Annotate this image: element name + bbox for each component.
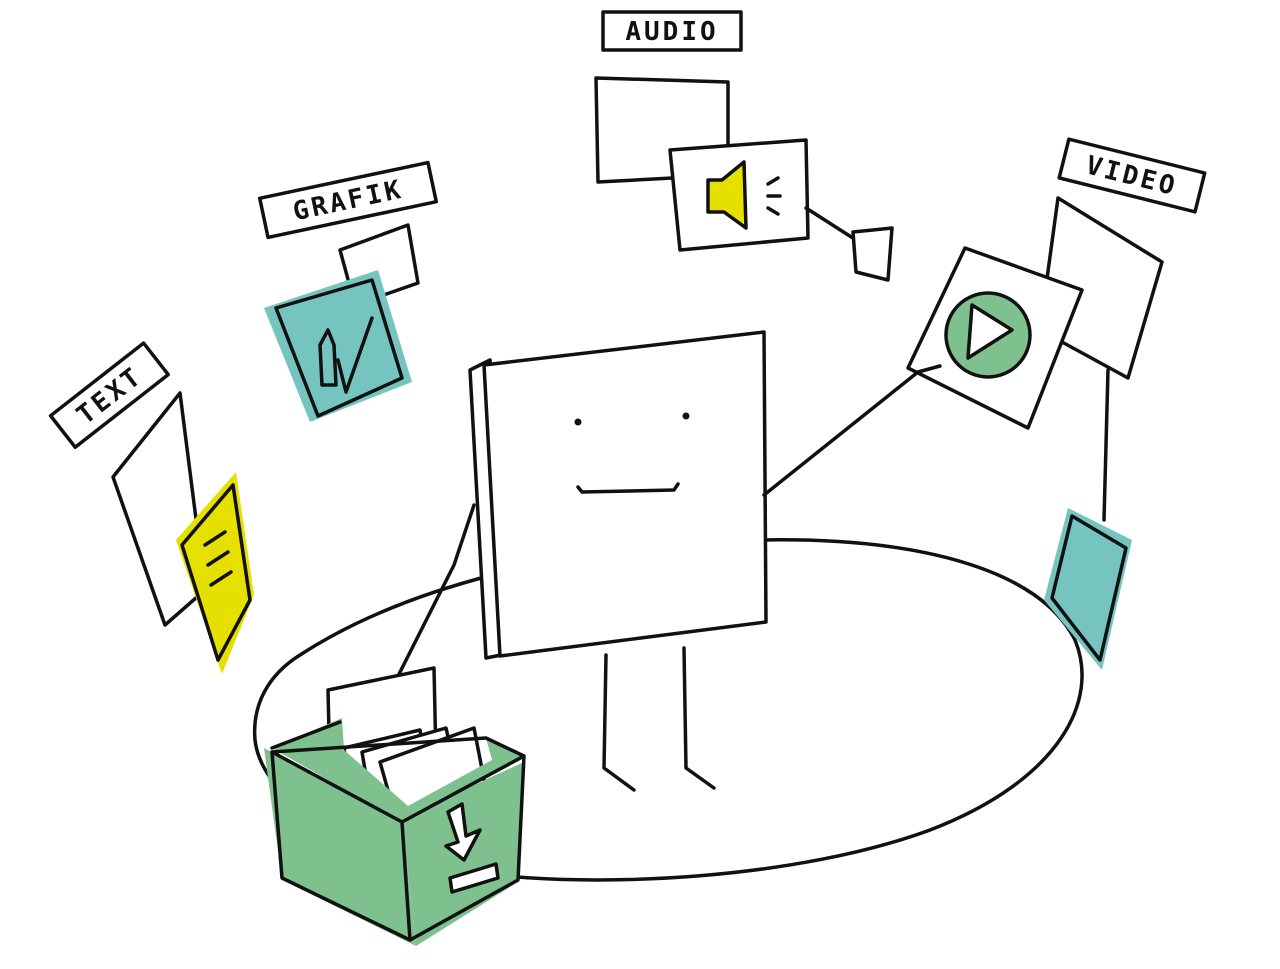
video-tag-highlight [1044,508,1132,670]
right-arm [762,364,942,497]
character-body [482,330,768,658]
grafik-label: GRAFIK [257,160,439,240]
video-group: VIDEO [906,137,1207,670]
left-arm [390,503,476,690]
download-arrow-icon [444,802,500,894]
video-cord [1102,368,1110,522]
pencil-check-icon [318,316,374,394]
right-eye [682,412,690,420]
box-top-fill [272,718,524,822]
text-group: TEXT [48,341,254,674]
right-leg [682,646,716,790]
audio-group: AUDIO [594,10,894,282]
box-side-fill [264,748,416,946]
text-paper-back [111,391,207,627]
grafik-paper-highlight [264,270,412,422]
text-paper-front [180,483,252,662]
speaker-icon [706,160,782,230]
character [390,330,942,792]
video-label: VIDEO [1057,137,1207,214]
audio-label: AUDIO [601,10,743,52]
left-leg [602,653,636,792]
grafik-group: GRAFIK [257,160,439,422]
box-outline [270,720,526,942]
play-icon [944,291,1032,379]
smile [576,482,680,494]
left-eye [574,418,582,426]
audio-cord [804,206,858,242]
file-box [264,666,526,946]
document-lines-icon [203,530,233,587]
video-tag [1050,514,1128,662]
audio-tag [851,226,894,282]
text-paper-highlight [176,472,254,674]
audio-label-text: AUDIO [625,17,718,47]
grafik-paper-front [274,278,404,418]
